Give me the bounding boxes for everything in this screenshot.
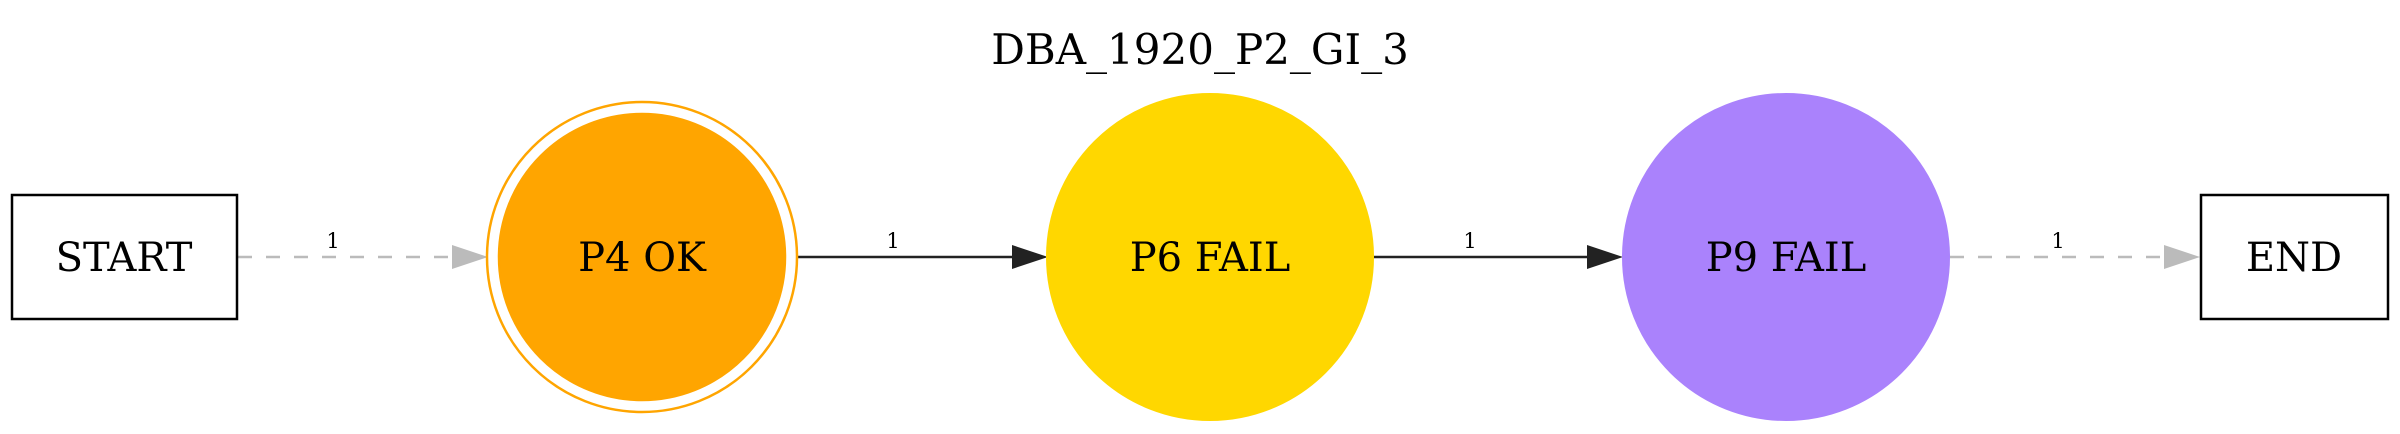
edge-start-p4: 1 xyxy=(238,229,488,269)
edge-start-p4-arrowhead xyxy=(452,245,488,269)
node-p9: P9 FAIL xyxy=(1622,93,1950,421)
edge-p6-p9: 1 xyxy=(1374,229,1623,269)
node-start: START xyxy=(10,193,239,321)
node-end-box xyxy=(2199,193,2390,321)
node-p9-circle xyxy=(1622,93,1950,421)
node-p6-label: P6 FAIL xyxy=(1130,235,1291,281)
edge-p4-p6-arrowhead xyxy=(1012,245,1048,269)
node-end: END xyxy=(2199,193,2390,321)
edge-start-p4-label: 1 xyxy=(326,229,339,253)
node-start-label: START xyxy=(56,235,193,281)
edge-p6-p9-label: 1 xyxy=(1463,229,1476,253)
node-p6: P6 FAIL xyxy=(1046,93,1374,421)
edge-p4-p6: 1 xyxy=(798,229,1048,269)
edge-p9-end-label: 1 xyxy=(2051,229,2064,253)
node-p4-circle xyxy=(497,112,787,402)
node-p4-label: P4 OK xyxy=(578,235,707,281)
edge-p9-end-arrowhead xyxy=(2164,245,2200,269)
node-p4-outer-ring xyxy=(485,100,799,414)
node-end-label: END xyxy=(2246,235,2342,281)
edge-p4-p6-label: 1 xyxy=(886,229,899,253)
diagram-title: DBA_1920_P2_GI_3 xyxy=(991,25,1409,74)
node-p4: P4 OK xyxy=(485,100,799,414)
node-p6-circle xyxy=(1046,93,1374,421)
edge-p6-p9-arrowhead xyxy=(1587,245,1623,269)
node-start-box xyxy=(10,193,239,321)
node-p9-label: P9 FAIL xyxy=(1706,235,1867,281)
edge-p9-end: 1 xyxy=(1950,229,2200,269)
